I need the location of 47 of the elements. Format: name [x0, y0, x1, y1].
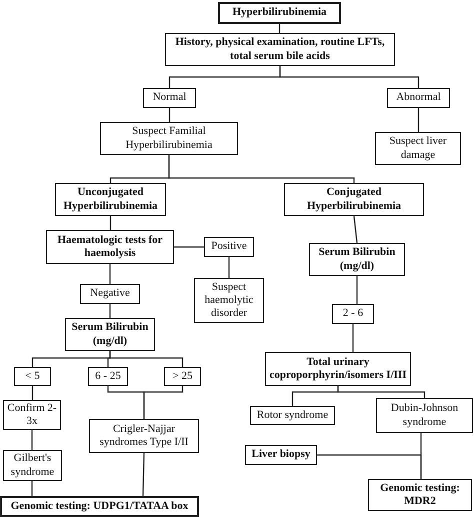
- process-box: Positive: [204, 237, 254, 257]
- connector-line: [279, 66, 420, 88]
- process-box: Haematologic tests for haemolysis: [46, 230, 174, 264]
- connector-line: [228, 257, 230, 278]
- process-box: > 25: [164, 367, 201, 386]
- process-box: Suspect liver damage: [375, 132, 461, 165]
- process-box: Total urinary coproporphyrin/isomers I/III: [265, 352, 411, 386]
- connector-line: [110, 216, 112, 230]
- connector-line: [31, 481, 33, 496]
- process-box: Genomic testing: MDR2: [368, 479, 472, 511]
- process-box: Crigler-Najjar syndromes Type I/II: [89, 419, 199, 453]
- connector-line: [353, 216, 358, 244]
- process-box: Suspect haemolytic disorder: [194, 278, 264, 323]
- process-box: Gilbert's syndrome: [3, 450, 62, 481]
- process-box: Suspect Familial Hyperbilirubinemia: [100, 122, 238, 155]
- process-box: Serum Bilirubin (mg/dl): [65, 318, 155, 351]
- connector-line: [31, 430, 33, 450]
- connector-line: [352, 324, 354, 352]
- process-box: Hyperbilirubinemia: [218, 2, 341, 24]
- connector-line: [418, 108, 420, 132]
- process-box: Abnormal: [387, 88, 450, 108]
- connector-line: [109, 351, 184, 367]
- connector-line: [168, 155, 355, 183]
- process-box: < 5: [14, 367, 51, 386]
- process-box: Conjugated Hyperbilirubinemia: [284, 183, 424, 216]
- connector-line: [356, 276, 358, 304]
- process-box: Liver biopsy: [245, 445, 317, 465]
- connector-line: [168, 108, 170, 122]
- process-box: 6 - 25: [88, 367, 128, 386]
- process-box: History, physical examination, routine LFTs, total serum bile acids: [165, 33, 395, 66]
- process-box: Dubin-Johnson syndrome: [376, 398, 473, 433]
- process-box: Confirm 2-3x: [3, 400, 61, 430]
- process-box: 2 - 6: [332, 304, 374, 324]
- connector-line: [142, 452, 145, 496]
- process-box: Negative: [80, 284, 140, 304]
- process-box: Normal: [143, 88, 196, 108]
- process-box: Genomic testing: UDPG1/TATAA box: [0, 496, 199, 517]
- connector-line: [143, 386, 184, 419]
- connector-line: [337, 386, 426, 398]
- connector-line: [317, 454, 422, 479]
- connector-line: [174, 246, 204, 248]
- process-box: Rotor syndrome: [250, 406, 335, 425]
- process-box: Unconjugated Hyperbilirubinemia: [55, 183, 166, 216]
- process-box: Serum Bilirubin (mg/dl): [309, 243, 405, 276]
- connector-line: [32, 386, 34, 400]
- connector-line: [109, 264, 111, 284]
- connector-line: [109, 304, 111, 318]
